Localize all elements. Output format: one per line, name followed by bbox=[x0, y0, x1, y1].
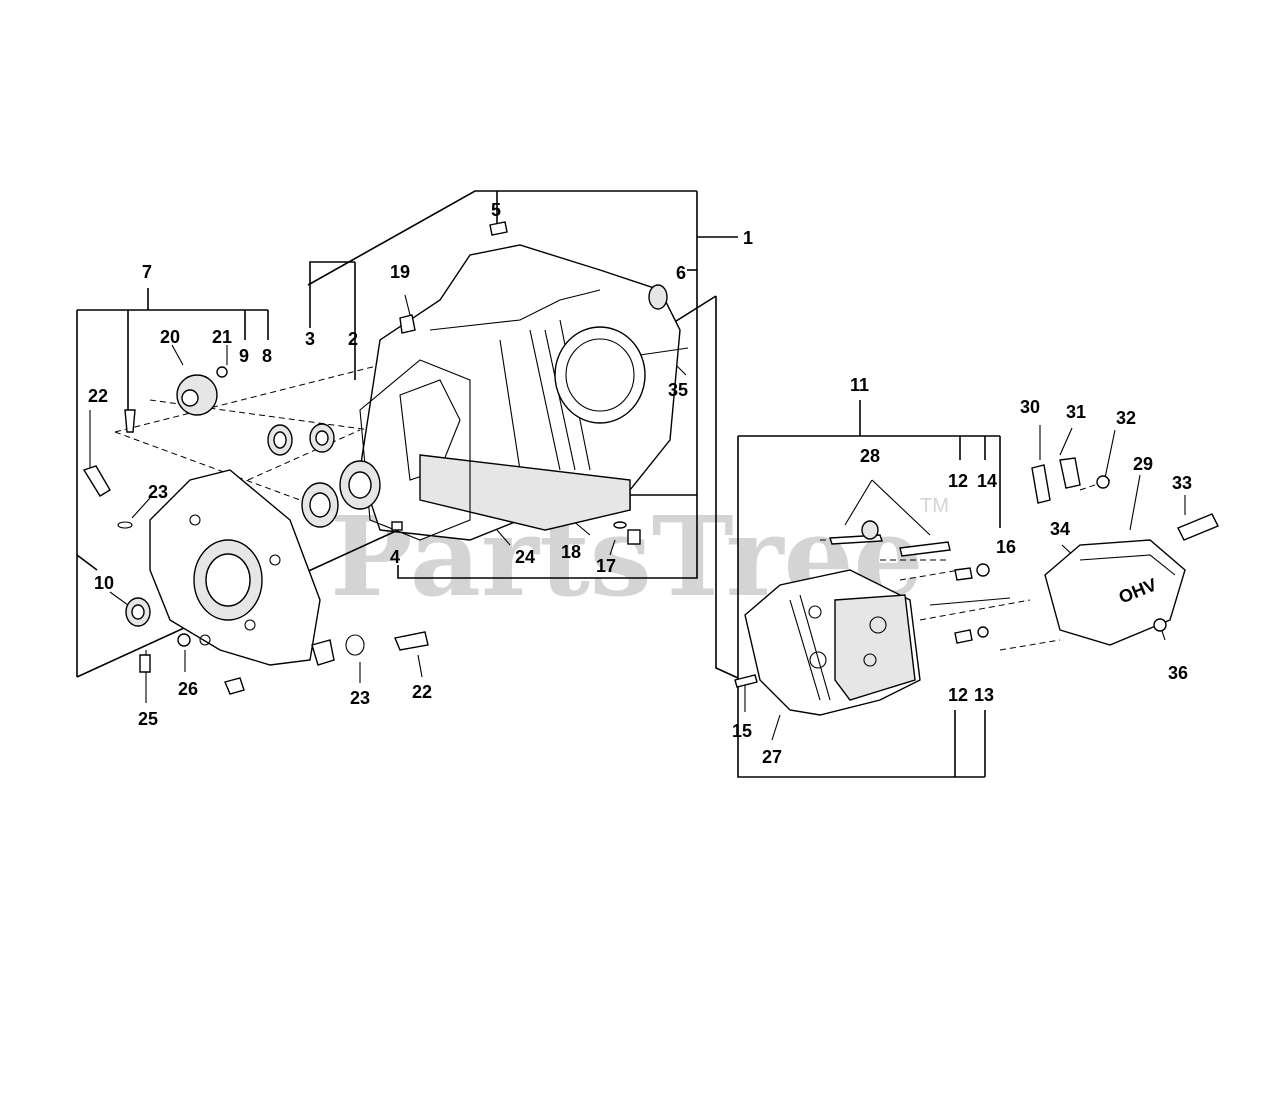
callout-16: 16 bbox=[996, 537, 1016, 557]
callout-3: 3 bbox=[305, 329, 315, 349]
washer-18 bbox=[613, 521, 627, 529]
callout-33: 33 bbox=[1172, 473, 1192, 493]
head-bolt-28b bbox=[899, 541, 951, 557]
callout-22-bottom: 22 bbox=[412, 682, 432, 702]
pin-4 bbox=[391, 521, 403, 531]
callout-15: 15 bbox=[732, 721, 752, 741]
callout-28: 28 bbox=[860, 446, 880, 466]
callout-labels: 1 2 3 4 5 6 7 8 9 10 11 12 12 13 14 15 1… bbox=[88, 200, 1192, 767]
callout-36: 36 bbox=[1168, 663, 1188, 683]
washer-21 bbox=[216, 366, 228, 378]
guide-12b bbox=[954, 629, 973, 644]
plug-19 bbox=[399, 314, 416, 334]
bolt-32 bbox=[1096, 475, 1110, 489]
callout-13: 13 bbox=[974, 685, 994, 705]
dipstick-22 bbox=[82, 465, 111, 497]
watermark-trademark: TM bbox=[920, 495, 949, 517]
callout-4: 4 bbox=[390, 547, 400, 567]
seal-6 bbox=[648, 284, 668, 310]
dipstick-22b bbox=[394, 631, 429, 651]
callout-22-left: 22 bbox=[88, 386, 108, 406]
cylinder-head[interactable] bbox=[734, 520, 1011, 716]
callout-27: 27 bbox=[762, 747, 782, 767]
crankcase-small-parts bbox=[309, 221, 689, 545]
callout-8: 8 bbox=[262, 346, 272, 366]
callout-6: 6 bbox=[676, 263, 686, 283]
callout-1: 1 bbox=[743, 228, 753, 248]
callout-30: 30 bbox=[1020, 397, 1040, 417]
oring-23 bbox=[117, 521, 133, 529]
oring-23b bbox=[345, 634, 365, 656]
valve-cover[interactable]: OHV bbox=[1031, 457, 1219, 646]
callout-19: 19 bbox=[390, 262, 410, 282]
bolt-36 bbox=[1153, 618, 1167, 632]
seal-14 bbox=[976, 563, 990, 577]
callout-9: 9 bbox=[239, 346, 249, 366]
seal-13 bbox=[977, 626, 989, 638]
callout-32: 32 bbox=[1116, 408, 1136, 428]
washer-26 bbox=[177, 633, 191, 647]
crankcase-cover[interactable] bbox=[82, 366, 429, 695]
bolt-17 bbox=[627, 529, 641, 545]
callout-25: 25 bbox=[138, 709, 158, 729]
stud-15 bbox=[734, 674, 758, 688]
callout-12-upper: 12 bbox=[948, 471, 968, 491]
callout-12-lower: 12 bbox=[948, 685, 968, 705]
callout-35: 35 bbox=[668, 380, 688, 400]
callout-20: 20 bbox=[160, 327, 180, 347]
leader-lines bbox=[76, 190, 1186, 778]
callout-2: 2 bbox=[348, 329, 358, 349]
tube-33 bbox=[1177, 513, 1219, 541]
crankcase-block[interactable] bbox=[359, 244, 681, 541]
callout-5: 5 bbox=[491, 200, 501, 220]
bolt-25 bbox=[139, 654, 151, 673]
callout-14: 14 bbox=[977, 471, 997, 491]
stud-16 bbox=[929, 597, 1011, 606]
breather-31 bbox=[1059, 457, 1081, 489]
callout-29: 29 bbox=[1133, 454, 1153, 474]
callout-17: 17 bbox=[596, 556, 616, 576]
callout-34: 34 bbox=[1050, 519, 1070, 539]
drain-plug bbox=[224, 677, 245, 695]
tube-35 bbox=[639, 347, 689, 356]
plug-5 bbox=[489, 221, 508, 236]
callout-24: 24 bbox=[515, 547, 535, 567]
breather-30 bbox=[1031, 464, 1051, 504]
callout-23-bottom: 23 bbox=[350, 688, 370, 708]
guide-12a bbox=[954, 567, 973, 581]
callout-31: 31 bbox=[1066, 402, 1086, 422]
callout-21: 21 bbox=[212, 327, 232, 347]
filler-neck bbox=[311, 639, 335, 666]
bolt-7 bbox=[124, 409, 136, 433]
callout-7: 7 bbox=[142, 262, 152, 282]
callout-11: 11 bbox=[850, 375, 869, 395]
callout-26: 26 bbox=[178, 679, 198, 699]
callout-10: 10 bbox=[94, 573, 114, 593]
callout-18: 18 bbox=[561, 542, 581, 562]
callout-23-left: 23 bbox=[148, 482, 168, 502]
